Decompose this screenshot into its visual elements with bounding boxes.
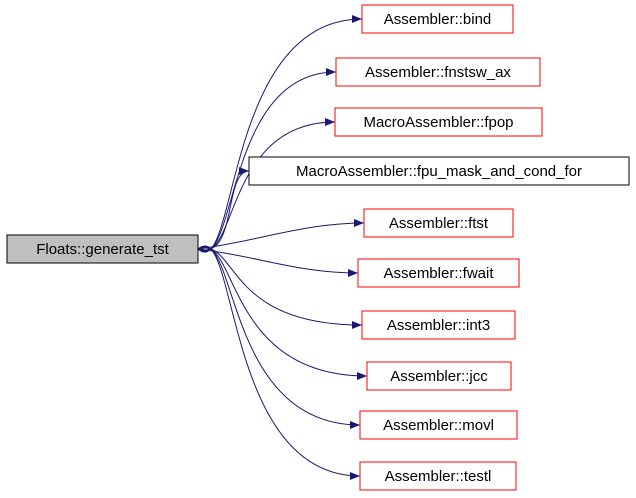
callee-node-testl[interactable]: Assembler::testl: [359, 461, 517, 491]
callee-node-label: Assembler::int3: [387, 317, 490, 334]
root-node-box: [6, 234, 199, 264]
call-edge: [197, 247, 363, 329]
call-nodes: Floats::generate_tst Assembler::bind Ass…: [6, 4, 630, 491]
callee-node-fnstsw-ax[interactable]: Assembler::fnstsw_ax: [335, 57, 541, 87]
callee-node-ftst[interactable]: Assembler::ftst: [363, 208, 514, 238]
root-node[interactable]: Floats::generate_tst: [6, 234, 199, 264]
callee-node-label: Assembler::jcc: [390, 368, 488, 385]
call-edge: [197, 219, 365, 250]
callee-node-box: [363, 208, 514, 238]
call-edge: [197, 248, 359, 277]
callee-node-movl[interactable]: Assembler::movl: [359, 410, 518, 440]
callee-node-label: Assembler::testl: [385, 468, 492, 485]
callee-node-box: [334, 107, 543, 137]
callee-node-box: [361, 4, 514, 34]
callee-node-box: [335, 57, 541, 87]
callee-node-label: Assembler::movl: [383, 417, 494, 434]
call-edge: [197, 118, 336, 252]
callee-node-label: Assembler::fnstsw_ax: [365, 64, 511, 81]
callee-node-fpop[interactable]: MacroAssembler::fpop: [334, 107, 543, 137]
callee-node-box: [248, 156, 630, 186]
callee-node-jcc[interactable]: Assembler::jcc: [366, 361, 512, 391]
callee-node-label: Assembler::fwait: [383, 265, 494, 282]
callee-node-label: MacroAssembler::fpu_mask_and_cond_for: [296, 163, 582, 180]
callee-node-box: [357, 258, 520, 288]
callee-node-fwait[interactable]: Assembler::fwait: [357, 258, 520, 288]
callee-node-box: [359, 461, 517, 491]
callee-node-box: [361, 310, 516, 340]
root-node-label: Floats::generate_tst: [36, 241, 169, 258]
callee-node-box: [359, 410, 518, 440]
callee-node-label: Assembler::bind: [384, 11, 492, 28]
callee-node-bind[interactable]: Assembler::bind: [361, 4, 514, 34]
call-edges: [197, 15, 368, 480]
callee-node-label: Assembler::ftst: [389, 215, 489, 232]
call-edge: [197, 245, 361, 480]
callee-node-box: [366, 361, 512, 391]
callee-node-int3[interactable]: Assembler::int3: [361, 310, 516, 340]
callee-node-label: MacroAssembler::fpop: [363, 114, 513, 131]
call-edge: [197, 167, 250, 251]
callee-node-fpu-mask-and-cond-for[interactable]: MacroAssembler::fpu_mask_and_cond_for: [248, 156, 630, 186]
